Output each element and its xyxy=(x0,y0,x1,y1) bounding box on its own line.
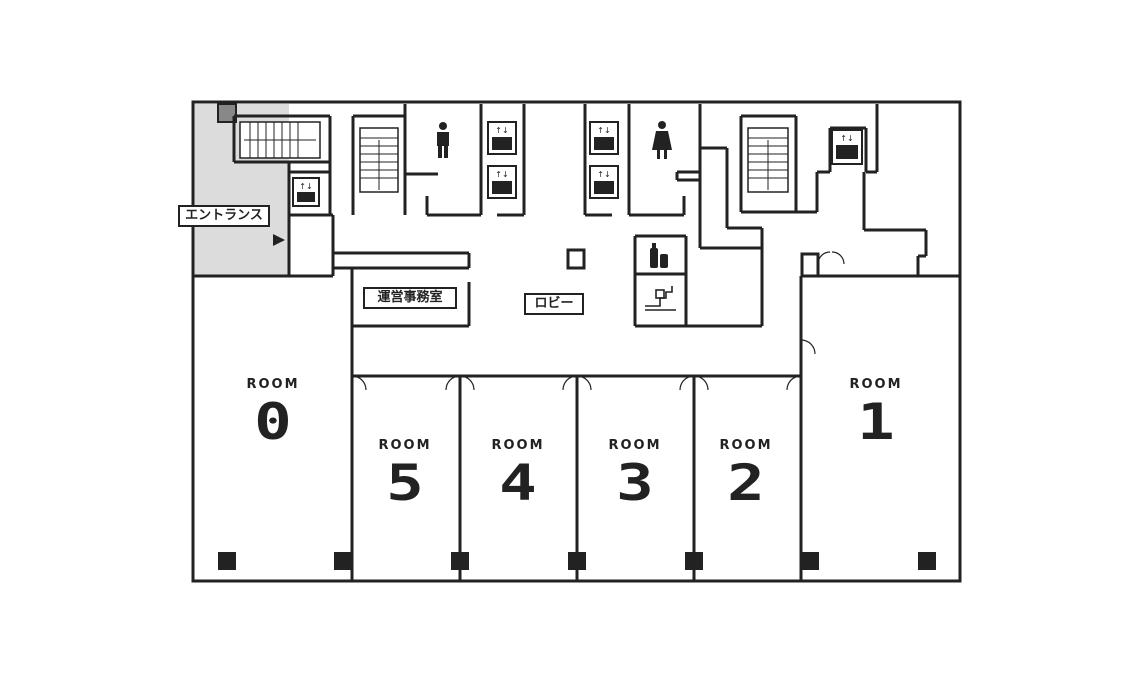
office-label: 運営事務室 xyxy=(363,287,457,309)
svg-text:↑↓: ↑↓ xyxy=(597,126,610,135)
room-2-word: ROOM xyxy=(719,438,773,453)
entrance-arrow-icon xyxy=(273,234,285,246)
fire-extinguisher-icon xyxy=(650,243,668,268)
stairs-icon xyxy=(239,121,321,159)
elevator-icon: ↑↓ xyxy=(292,177,320,207)
room-4-word: ROOM xyxy=(491,438,545,453)
svg-text:↑↓: ↑↓ xyxy=(597,170,610,179)
stairs-icon xyxy=(359,127,399,193)
entrance-label: エントランス xyxy=(178,205,270,227)
mens-restroom-icon xyxy=(437,122,449,158)
interior-walls xyxy=(193,104,960,581)
elevator-icon: ↑↓ xyxy=(831,129,863,165)
elevator-icon: ↑↓ xyxy=(487,165,517,199)
room-0-number: 0 xyxy=(254,393,292,451)
lobby-pillar xyxy=(566,248,586,270)
door-swings xyxy=(351,251,845,391)
stairs-icon xyxy=(747,127,789,193)
elevator-icon: ↑↓ xyxy=(487,121,517,155)
elevator-icon: ↑↓ xyxy=(589,165,619,199)
room-3-word: ROOM xyxy=(608,438,662,453)
room-1-word: ROOM xyxy=(849,377,903,392)
room-0-word: ROOM xyxy=(246,377,300,392)
room-4-number: 4 xyxy=(499,454,537,512)
structural-columns xyxy=(218,552,936,570)
svg-text:↑↓: ↑↓ xyxy=(840,134,853,143)
svg-text:↑↓: ↑↓ xyxy=(299,182,312,191)
room-5-number: 5 xyxy=(386,454,424,512)
lobby-label: ロビー xyxy=(524,293,584,315)
entrance-area-corner xyxy=(217,103,237,123)
room-3-number: 3 xyxy=(616,454,654,512)
svg-text:↑↓: ↑↓ xyxy=(495,126,508,135)
room-5-word: ROOM xyxy=(378,438,432,453)
room-2-number: 2 xyxy=(727,454,765,512)
svg-text:↑↓: ↑↓ xyxy=(495,170,508,179)
escalator-icon xyxy=(645,286,676,311)
womens-restroom-icon xyxy=(652,121,672,159)
elevator-icon: ↑↓ xyxy=(589,121,619,155)
room-1-number: 1 xyxy=(857,393,895,451)
